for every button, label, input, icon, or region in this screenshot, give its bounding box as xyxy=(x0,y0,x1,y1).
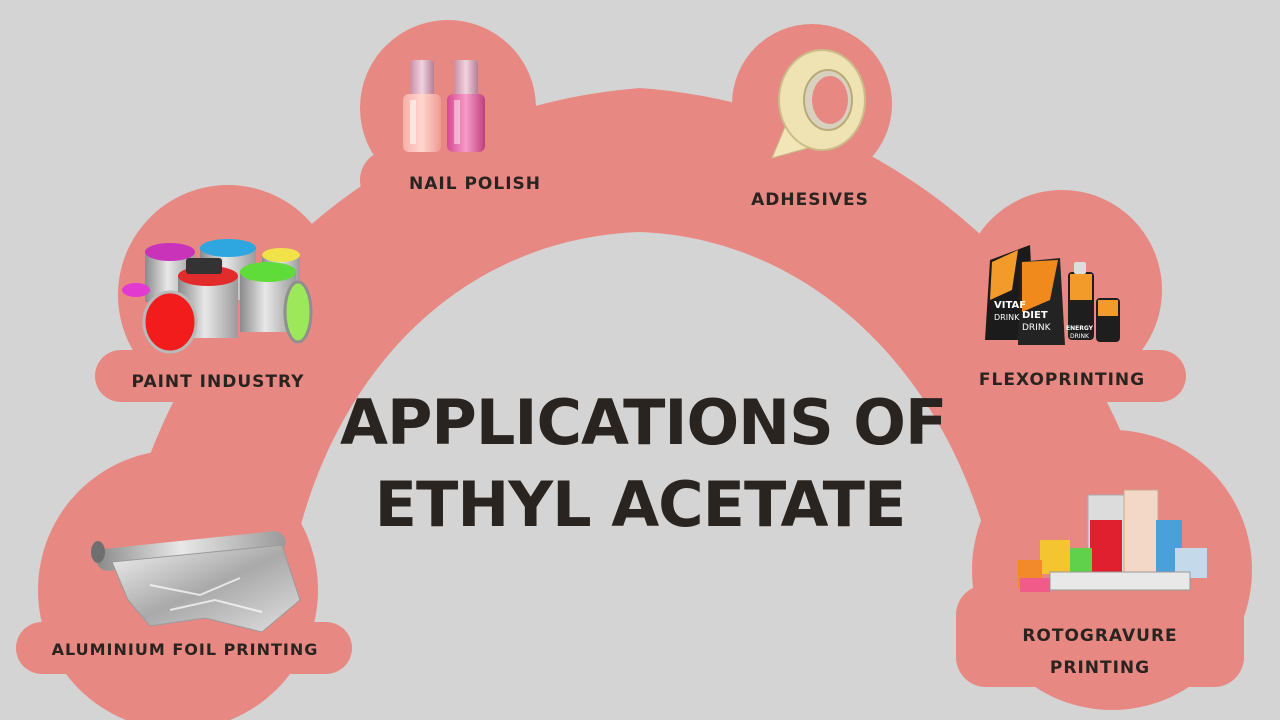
page-title: APPLICATIONS OF ETHYL ACETATE xyxy=(340,382,947,546)
label-rotogravure-line-1: ROTOGRAVURE xyxy=(1022,626,1178,646)
arch-band xyxy=(110,88,1175,650)
pouch-b-drink-text: DRINK xyxy=(1022,323,1052,333)
nail-polish-icon xyxy=(403,60,485,152)
pouch-b-brand-text: DIET xyxy=(1022,310,1048,321)
label-nail-polish: NAIL POLISH xyxy=(408,174,541,194)
aluminium-foil-icon xyxy=(91,531,301,633)
title-line-2: ETHYL ACETATE xyxy=(374,468,907,541)
pouch-c-brand-text: ENERGY xyxy=(1066,325,1094,332)
pouch-c-drink-text: DRINK xyxy=(1070,333,1090,340)
label-paint-industry: PAINT INDUSTRY xyxy=(131,372,305,392)
label-rotogravure-printing: ROTOGRAVURE PRINTING xyxy=(960,620,1240,684)
drink-pouches-icon: VITAF DRINK DIET DRINK ENERGY DRINK xyxy=(985,245,1120,345)
title-line-1: APPLICATIONS OF xyxy=(340,386,947,459)
paint-cans-icon xyxy=(122,239,313,354)
rotogravure-rolls-icon xyxy=(1018,489,1207,592)
label-aluminium-foil-printing: ALUMINIUM FOIL PRINTING xyxy=(51,640,319,659)
label-flexoprinting: FLEXOPRINTING xyxy=(978,370,1146,390)
label-adhesives: ADHESIVES xyxy=(751,190,869,210)
pouch-a-drink-text: DRINK xyxy=(994,313,1020,322)
adhesive-tape-icon xyxy=(771,49,866,159)
label-rotogravure-line-2: PRINTING xyxy=(1049,658,1151,678)
pouch-a-brand-text: VITAF xyxy=(994,300,1026,311)
